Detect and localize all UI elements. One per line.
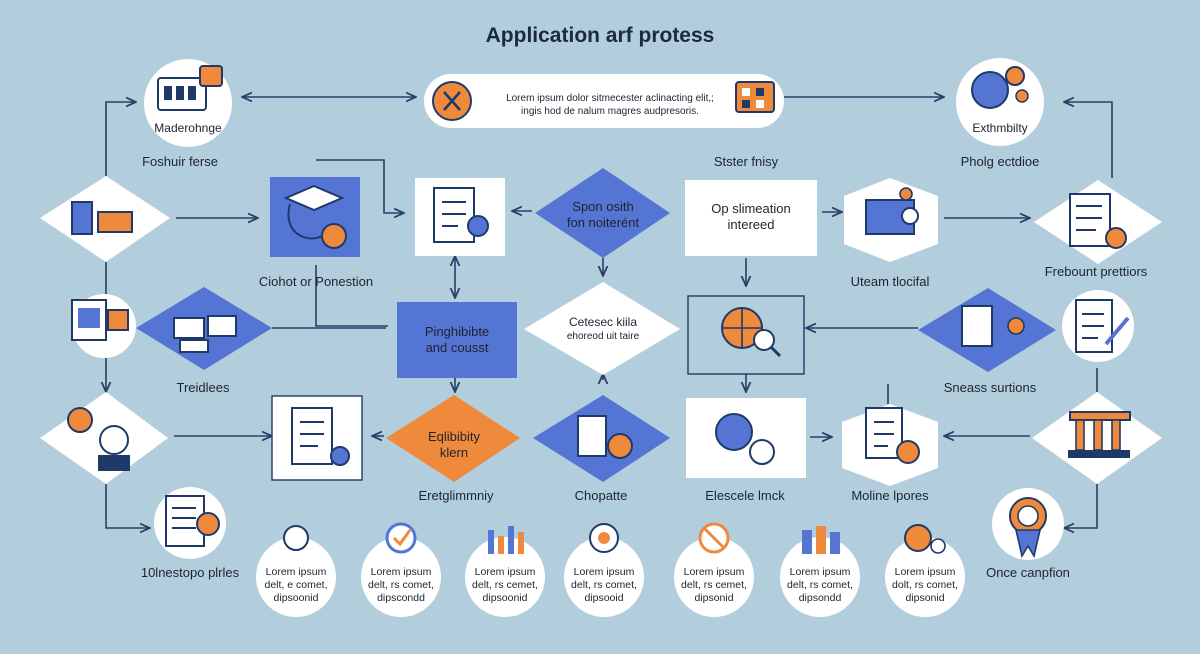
ping-text-1: Pinghibibte [424,324,490,339]
ping-box [397,302,517,378]
connector [315,265,388,327]
target-check-icon [385,522,417,554]
document-chat-icon [577,415,633,459]
connector [105,102,136,176]
circle-2-text-2: delt, rs comet, [368,579,434,591]
label-chopatte: Chopatte [574,488,628,503]
worker-icon [67,407,130,471]
clipboard-check-icon [291,407,350,466]
microscope-icon [173,315,237,353]
document-gear-icon [865,407,920,464]
circle-7-text-2: dolt, rs comet, [892,579,958,591]
bottom-circle-7 [885,524,965,617]
monitor-gears-icon [865,187,919,235]
label-once: Once canpfion [986,565,1070,580]
bar-chart-icon [488,526,524,554]
circle-7-text-3: dipsonid [905,592,945,604]
building-icon [1068,411,1131,458]
graduation-cap-icon [283,184,347,249]
circle-2-text-3: dipscondd [377,592,425,604]
person-laptop-icon [283,525,309,551]
circle-4-text-2: delt, rs comet, [571,579,637,591]
equ-text-1: Eqlibibity [427,429,481,444]
circle-6-text-2: delt, rs comet, [787,579,853,591]
label-top-left: Maderohnge [154,121,222,135]
whiteboard-icon [71,299,129,341]
bottom-circle-4 [564,523,644,617]
spon-text-2: fon noiterént [566,215,640,230]
label-sister: Stster fnisy [713,154,779,169]
circle-2-text-1: Lorem ipsum [370,566,432,578]
connectors [105,97,1113,528]
circle-1-text-3: dipsoonid [273,592,319,604]
label-cichot: Ciohot or Ponestion [258,274,374,289]
circle-5-text-1: Lorem ipsum [683,566,745,578]
award-badge-icon [1009,497,1047,559]
clipboard-pen-icon [1075,299,1130,353]
cetesec-diamond [524,282,680,375]
clipboard-user-icon [433,187,489,243]
label-nestopo: 10lnestopo plrles [140,565,240,580]
cetesec-text-1: Cetesec kiila [568,315,638,329]
label-foshuir: Foshuir ferse [142,154,218,169]
spon-diamond [535,168,670,258]
spon-text-1: Spon osith [572,199,634,214]
circle-1-text-1: Lorem ipsum [265,566,327,578]
op-text-2: intereed [727,217,775,232]
circle-3-text-3: dipsoonid [482,592,528,604]
bottom-circle-1 [256,525,336,617]
ping-text-2: and cousst [425,340,489,355]
bottom-circle-3 [465,526,545,617]
checklist-person-icon [961,305,1025,347]
label-uteam: Uteam tlocifal [850,274,930,289]
cetesec-text-2: ehoreod uit taire [566,331,640,342]
banner-line-1: Lorem ipsum dolor sitmecester aclinactin… [506,93,714,104]
op-text-1: Op slimeation [711,201,791,216]
label-moline: Moline lpores [851,488,929,503]
circle-5-text-2: delt, rs cemet, [681,579,747,591]
label-pholg: Pholg ectdioe [960,154,1040,169]
label-frebount: Frebount prettiors [1044,264,1148,279]
circle-4-text-1: Lorem ipsum [573,566,635,578]
bottom-circle-2 [361,522,441,617]
bottom-circle-5 [674,522,754,617]
label-top-right: Exthmbilty [972,121,1028,135]
globe-search-icon [721,307,782,358]
equ-diamond [386,395,520,482]
bottom-circle-6 [780,526,860,617]
equ-text-2: klern [439,445,469,460]
checklist-lamp-icon [1069,193,1127,249]
connector [105,484,150,528]
connector [1064,102,1113,178]
circle-3-text-1: Lorem ipsum [474,566,536,578]
op-box [685,180,817,256]
circle-6-text-1: Lorem ipsum [789,566,851,578]
label-eretglim: Eretglimmniy [418,488,494,503]
connector [316,159,404,213]
banner-line-2: ingis hod de nalum magres audpresoris. [521,106,699,117]
circle-4-text-3: dipsooid [584,592,624,604]
label-sneass: Sneass surtions [943,380,1037,395]
circle-7-text-1: Lorem ipsum [894,566,956,578]
circle-1-text-2: delt, e comet, [264,579,328,591]
checklist-stack-icon [165,495,220,547]
banner [424,74,784,128]
circle-3-text-2: delt, rs cemet, [472,579,538,591]
document-tools-icon [71,201,133,235]
circle-6-text-3: dipsondd [798,592,842,604]
page-title: Application arf protess [485,24,715,47]
label-treidlees: Treidlees [176,380,230,395]
machine-icon [157,65,223,111]
label-elescele: Elescele lmck [705,488,785,503]
banner-logo-glyph [443,91,461,111]
team-gear-icon [971,66,1029,109]
connector [1064,484,1098,528]
banner-calendar-icon [735,81,775,113]
gear-clock-icon [715,413,775,465]
people-chart-icon [802,526,840,554]
circle-5-text-3: dipsonid [694,592,734,604]
clock-icon [904,524,932,552]
